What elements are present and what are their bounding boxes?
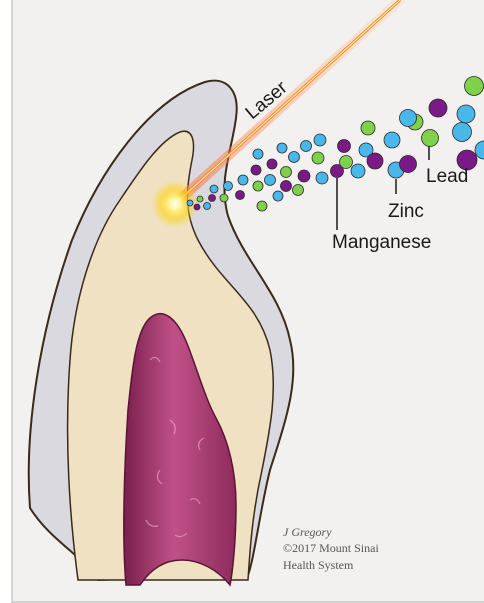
manganese-label: Manganese	[332, 232, 431, 253]
particle-manganese	[367, 153, 383, 169]
particle-manganese	[298, 170, 310, 182]
particle-zinc	[273, 191, 283, 201]
lead-label: Lead	[426, 166, 468, 187]
particle-zinc	[277, 143, 287, 153]
particle-lead	[257, 201, 267, 211]
particle-lead	[312, 152, 324, 164]
particle-zinc	[210, 185, 218, 193]
particle-zinc	[384, 132, 400, 148]
particle-manganese	[236, 191, 245, 200]
particle-manganese	[400, 156, 417, 173]
particle-zinc	[314, 134, 326, 146]
particle-zinc	[204, 203, 211, 210]
credit-copyright: ©2017 Mount Sinai	[283, 541, 379, 555]
particle-zinc	[224, 182, 233, 191]
particle-zinc	[238, 175, 248, 185]
particle-lead	[253, 181, 263, 191]
particle-zinc	[351, 164, 365, 178]
particle-manganese	[267, 159, 277, 169]
particle-lead	[220, 194, 228, 202]
particle-manganese	[251, 165, 261, 175]
particle-manganese	[338, 140, 351, 153]
credit-organization: Health System	[283, 558, 354, 572]
particle-manganese	[209, 195, 216, 202]
particle-lead	[422, 130, 439, 147]
particle-manganese	[194, 204, 200, 210]
particle-lead	[293, 185, 304, 196]
particle-manganese	[281, 181, 292, 192]
credit-author: J Gregory	[283, 525, 332, 539]
particle-lead	[465, 77, 484, 96]
particle-lead	[281, 167, 292, 178]
particle-lead	[361, 121, 375, 135]
particle-zinc	[400, 110, 417, 127]
particle-zinc	[453, 123, 472, 142]
particle-lead	[197, 196, 203, 202]
particle-zinc	[265, 175, 276, 186]
particle-manganese	[429, 99, 447, 117]
particle-zinc	[316, 172, 328, 184]
particle-zinc	[301, 141, 312, 152]
particle-zinc	[187, 200, 193, 206]
particle-zinc	[457, 105, 475, 123]
particle-zinc	[253, 149, 263, 159]
particle-zinc	[289, 152, 300, 163]
particle-lead	[340, 156, 353, 169]
zinc-label: Zinc	[388, 201, 424, 222]
